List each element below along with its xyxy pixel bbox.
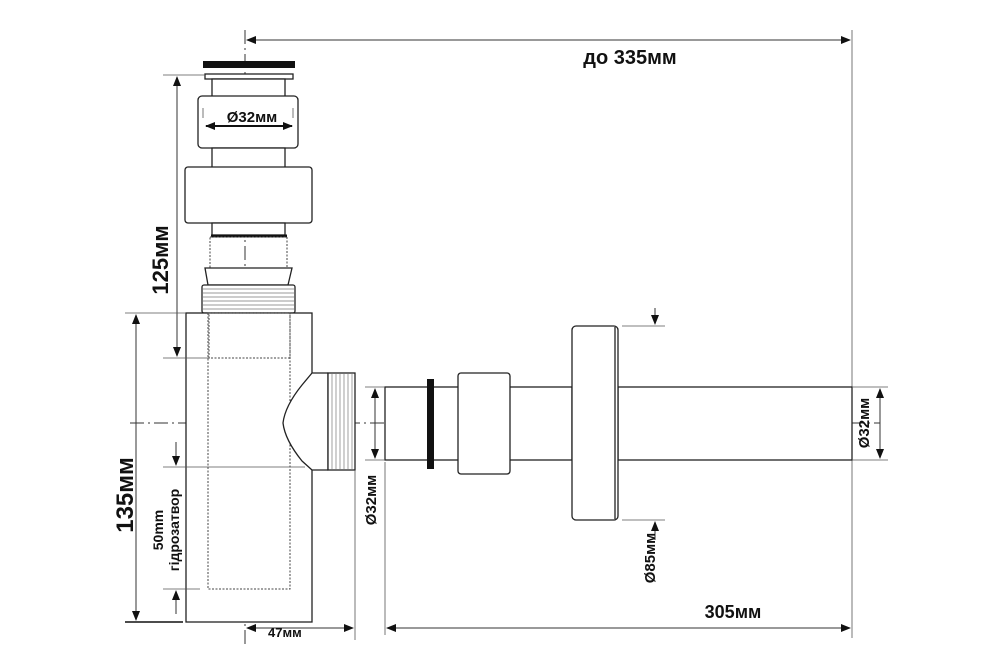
overall-length-dimension [246, 30, 853, 638]
outlet-pipe [384, 325, 853, 521]
inlet-assembly [184, 61, 313, 314]
water-seal-dimension: 50mm гідрозатвор [150, 442, 305, 614]
outlet-diameter-left-label: Ø32мм [363, 475, 380, 526]
overall-length-label: до 335мм [583, 47, 676, 69]
outlet-length-dimension: 305мм [384, 462, 851, 635]
seal-ring [427, 379, 434, 469]
inlet-diameter-label: Ø32мм [227, 109, 278, 126]
flange-diameter-label: Ø85мм [642, 533, 659, 584]
cap-plate [203, 61, 295, 68]
union-nut [457, 372, 511, 475]
siphon-body [185, 312, 356, 623]
wall-flange [571, 325, 619, 521]
water-seal-label: гідрозатвор [166, 489, 182, 571]
height-135-label: 135мм [112, 457, 139, 533]
flange-diameter-dimension: Ø85мм [622, 308, 665, 583]
offset-47-label: 47мм [268, 625, 302, 640]
outlet-length-label: 305мм [705, 602, 762, 622]
outlet-diameter-right-dimension: Ø32мм [852, 386, 888, 461]
height-135-dimension: 135мм [112, 312, 186, 623]
height-125-label: 125мм [148, 225, 173, 294]
inlet-diameter-dimension: Ø32мм [202, 108, 294, 130]
offset-47-dimension: 47мм [246, 470, 356, 640]
height-125-dimension: 125мм [148, 74, 210, 359]
outlet-diameter-right-label: Ø32мм [856, 398, 873, 449]
outlet-diameter-left-dimension: Ø32мм [363, 386, 385, 526]
water-seal-value: 50mm [150, 510, 166, 550]
